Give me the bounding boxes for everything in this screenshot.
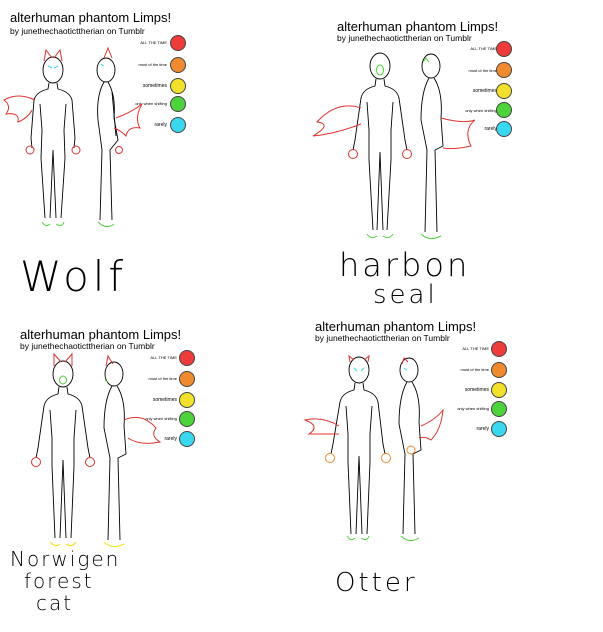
legend-dot-orange: [496, 62, 512, 78]
human-front-outline-icon: [330, 356, 386, 535]
body-figures-drawing: [303, 354, 444, 542]
phantom-muzzle-icon: [376, 57, 430, 76]
panel-title: alterhuman phantom Limps!: [20, 327, 182, 342]
phantom-ears-icon: [53, 352, 114, 367]
body-figures-drawing: [31, 352, 162, 548]
legend-dot-green: [179, 411, 195, 427]
legend-label-only-when-shifting: only when shifting: [145, 416, 177, 421]
phantom-feet-icon: [41, 221, 115, 228]
legend-label-most-of-the-time: most of the time: [138, 62, 167, 67]
legend-dot-yellow: [170, 78, 186, 94]
legend-label-only-when-shifting: only when shifting: [135, 101, 167, 106]
legend-dot-red: [179, 350, 195, 366]
phantom-ears-icon: [43, 46, 113, 62]
handwritten-caption: harbon seal: [339, 246, 471, 310]
panel-byline: by junethechaoticttherian on Tumblr: [10, 26, 145, 36]
legend-label-rarely: rarely: [164, 436, 177, 442]
panel-byline: by junethechaoticttherian on Tumblr: [337, 33, 472, 43]
legend-label-rarely: rarely: [484, 126, 497, 132]
legend-dot-red: [496, 41, 512, 57]
legend-dot-yellow: [491, 382, 507, 398]
panel-byline: by junethechaoticttherian on Tumblr: [315, 333, 450, 343]
panel-wolf: alterhuman phantom Limps! by junethechao…: [0, 0, 300, 316]
legend-label-all-the-time: ALL THE TIME: [150, 355, 177, 360]
panel-title: alterhuman phantom Limps!: [337, 19, 499, 34]
legend-dot-orange: [170, 57, 186, 73]
legend-dot-orange: [179, 371, 195, 387]
panel-byline: by junethechaoticttherian on Tumblr: [20, 341, 155, 351]
human-side-outline-icon: [103, 361, 127, 541]
human-front-outline-icon: [35, 360, 91, 539]
panel-otter: alterhuman phantom Limps! by junethechao…: [303, 316, 603, 632]
legend-dot-green: [496, 102, 512, 118]
legend-label-sometimes: sometimes: [464, 387, 489, 393]
body-figures-drawing: [312, 52, 476, 240]
phantom-paws-icon: [25, 145, 123, 155]
panel-title: alterhuman phantom Limps!: [315, 319, 477, 334]
legend-dot-cyan: [496, 121, 512, 137]
phantom-tail-icon: [312, 105, 476, 150]
panel-harbor-seal: alterhuman phantom Limps! by junethechao…: [303, 0, 603, 316]
legend-dot-cyan: [170, 117, 186, 133]
handwritten-caption: Otter: [335, 568, 418, 598]
human-front-outline-icon: [30, 56, 76, 219]
legend-dot-orange: [491, 362, 507, 378]
legend-label-all-the-time: ALL THE TIME: [462, 346, 489, 351]
panel-norwegian-forest-cat: alterhuman phantom Limps! by junethechao…: [0, 316, 300, 632]
human-side-outline-icon: [96, 57, 119, 221]
phantom-tail-icon: [303, 408, 444, 441]
phantom-tail-icon: [3, 95, 143, 138]
legend-label-all-the-time: ALL THE TIME: [470, 46, 497, 51]
human-side-outline-icon: [420, 53, 444, 233]
phantom-ears-icon: [348, 354, 409, 365]
phantom-flippers-icon: [348, 149, 412, 159]
human-side-outline-icon: [398, 357, 422, 535]
legend-label-all-the-time: ALL THE TIME: [140, 40, 167, 45]
phantom-muzzle-icon: [47, 63, 105, 69]
legend-label-only-when-shifting: only when shifting: [465, 108, 497, 113]
legend-label-only-when-shifting: only when shifting: [457, 406, 489, 411]
phantom-muzzle-icon: [59, 375, 109, 385]
phantom-eyes-icon: [353, 367, 408, 372]
legend-label-sometimes: sometimes: [472, 88, 497, 94]
legend-label-rarely: rarely: [476, 426, 489, 432]
legend-dot-green: [170, 96, 186, 112]
legend-dot-yellow: [179, 392, 195, 408]
legend-label-sometimes: sometimes: [152, 397, 177, 403]
phantom-paws-icon: [31, 457, 95, 467]
legend-label-sometimes: sometimes: [142, 83, 167, 89]
human-front-outline-icon: [352, 52, 408, 231]
phantom-feet-icon: [49, 541, 125, 548]
legend-dot-green: [491, 401, 507, 417]
phantom-tail-icon: [123, 416, 162, 444]
panel-title: alterhuman phantom Limps!: [10, 10, 172, 25]
body-figures-drawing: [3, 46, 143, 228]
legend-label-most-of-the-time: most of the time: [460, 367, 489, 372]
handwritten-caption: Wolf: [20, 252, 128, 301]
legend-label-rarely: rarely: [154, 122, 167, 128]
legend-dot-red: [170, 35, 186, 51]
legend-dot-cyan: [491, 421, 507, 437]
legend-label-most-of-the-time: most of the time: [468, 68, 497, 73]
phantom-feet-icon: [346, 535, 420, 542]
legend-dot-yellow: [496, 83, 512, 99]
phantom-paws-icon: [325, 445, 416, 463]
phantom-feet-icon: [366, 233, 442, 240]
handwritten-caption: Norwigen forest cat: [10, 547, 121, 615]
legend-dot-red: [491, 341, 507, 357]
legend-dot-cyan: [179, 431, 195, 447]
legend-label-most-of-the-time: most of the time: [148, 376, 177, 381]
